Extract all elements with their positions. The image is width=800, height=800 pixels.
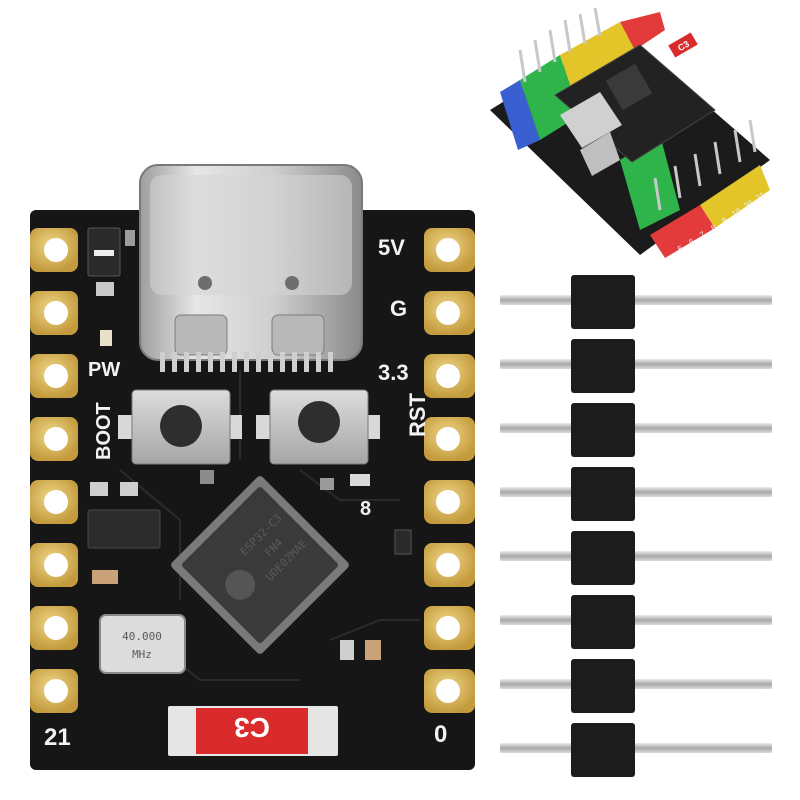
- header-pin: [500, 659, 772, 713]
- header-pin: [500, 339, 772, 393]
- pad: [424, 543, 475, 587]
- esp32-c3-board: 40.000 MHz ESP32-C3 FN4 UDE02MAE C3 5V G…: [30, 164, 475, 770]
- pad: [424, 354, 475, 398]
- c3-tag: C3: [168, 706, 338, 756]
- crystal-unit: MHz: [132, 648, 152, 661]
- esp32-c3-chip: ESP32-C3 FN4 UDE02MAE: [171, 476, 349, 654]
- pad: [30, 543, 78, 587]
- thumbnail-pin-number: 9: [720, 215, 729, 225]
- header-pin: [500, 275, 772, 329]
- header-pin: [500, 403, 772, 457]
- left-pin-pads: [30, 228, 78, 713]
- pin-header-strip: [500, 275, 772, 777]
- pad: [30, 480, 78, 524]
- usb-c-port: [139, 164, 363, 372]
- label-21: 21: [44, 724, 71, 751]
- header-pin: [500, 723, 772, 777]
- reset-button[interactable]: [256, 389, 380, 465]
- assembled-board-thumbnail: C3 5 6 7 8 9 10 20 21: [490, 7, 770, 258]
- header-pin: [500, 467, 772, 521]
- pad: [30, 417, 78, 461]
- pad: [424, 669, 475, 713]
- crystal-oscillator: 40.000 MHz: [99, 614, 186, 674]
- thumbnail-pin-number: 6: [687, 236, 696, 246]
- thumbnail-pin-number: 7: [698, 229, 707, 239]
- pad: [30, 669, 78, 713]
- label-8: 8: [360, 498, 371, 520]
- label-rst: RST: [405, 392, 430, 437]
- c3-tag-label: C3: [234, 712, 270, 743]
- pad: [30, 354, 78, 398]
- right-pin-pads: [424, 228, 475, 713]
- thumbnail-pins: [518, 7, 757, 211]
- pad: [424, 417, 475, 461]
- usb-pins: [160, 352, 333, 372]
- espressif-logo: [225, 569, 256, 600]
- crystal-frequency: 40.000: [122, 630, 162, 643]
- pad: [424, 480, 475, 524]
- label-boot: BOOT: [93, 402, 115, 460]
- label-0: 0: [434, 721, 447, 748]
- header-pin: [500, 595, 772, 649]
- label-pw: PW: [88, 359, 120, 381]
- pad: [30, 291, 78, 335]
- thumbnail-pin-number: 5: [676, 243, 685, 253]
- pad: [30, 228, 78, 272]
- thumbnail-c3-label: C3: [676, 39, 691, 53]
- thumbnail-pin-number: 8: [709, 222, 718, 232]
- label-3v3: 3.3: [378, 360, 409, 385]
- pad: [424, 228, 475, 272]
- boot-button[interactable]: [118, 389, 242, 465]
- header-pin: [500, 531, 772, 585]
- label-g: G: [390, 296, 407, 321]
- label-5v: 5V: [378, 235, 405, 260]
- pad: [30, 606, 78, 650]
- smd-components: [87, 227, 412, 660]
- pad: [424, 606, 475, 650]
- pad: [424, 291, 475, 335]
